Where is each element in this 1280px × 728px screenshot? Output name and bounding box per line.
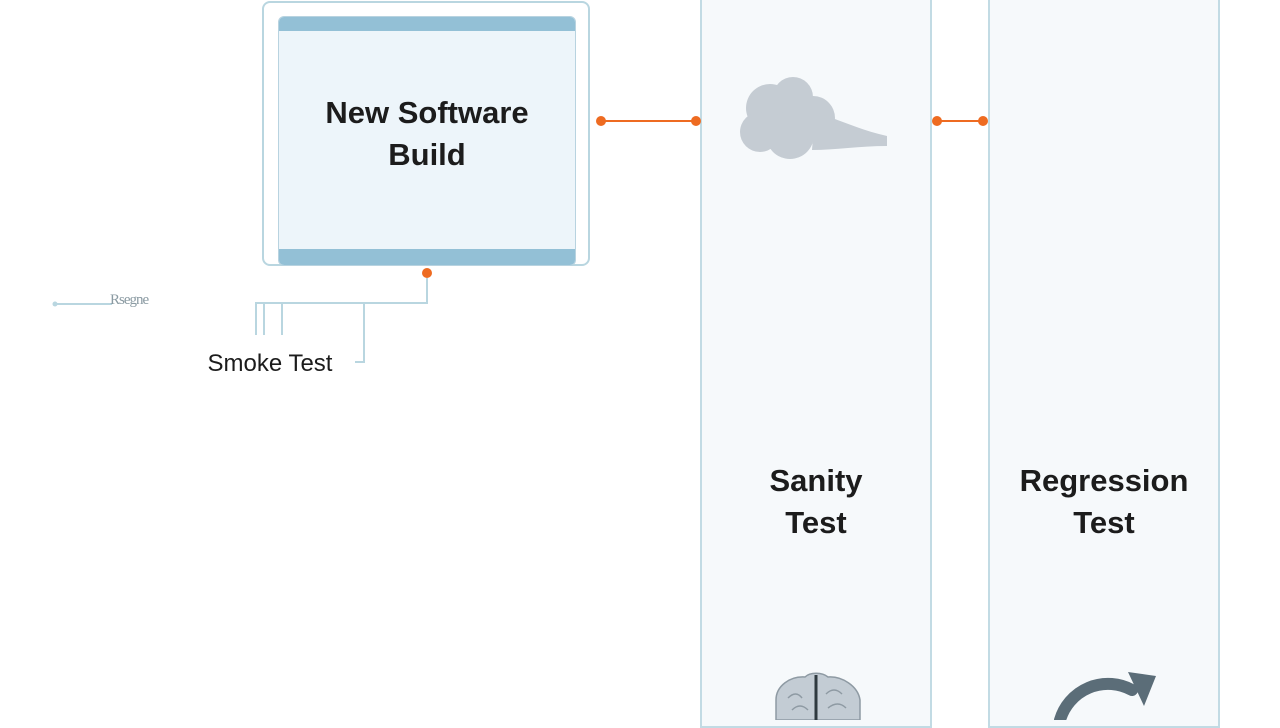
build-box-title: New Software Build xyxy=(325,95,529,172)
connector-dot xyxy=(596,116,606,126)
regression-column xyxy=(988,0,1220,728)
build-box-bottom-bar xyxy=(279,249,575,265)
connector-dot xyxy=(691,116,701,126)
connector-dot xyxy=(978,116,988,126)
smoke-cloud-icon xyxy=(740,77,887,159)
sanity-test-label: Sanity Test xyxy=(769,463,863,540)
build-box xyxy=(278,16,576,266)
smoke-test-label: Smoke Test xyxy=(207,350,333,377)
regression-test-label: Regression Test xyxy=(1019,463,1189,540)
connector-dot xyxy=(932,116,942,126)
brain-icon xyxy=(775,672,861,720)
refresh-arrow-icon xyxy=(1054,672,1156,720)
smoke-connector-lines xyxy=(55,278,428,363)
smoke-faint-tag: Rsegne xyxy=(110,292,149,308)
build-box-top-bar xyxy=(279,17,575,31)
connector-dot xyxy=(422,268,432,278)
connector-dot xyxy=(52,301,58,307)
